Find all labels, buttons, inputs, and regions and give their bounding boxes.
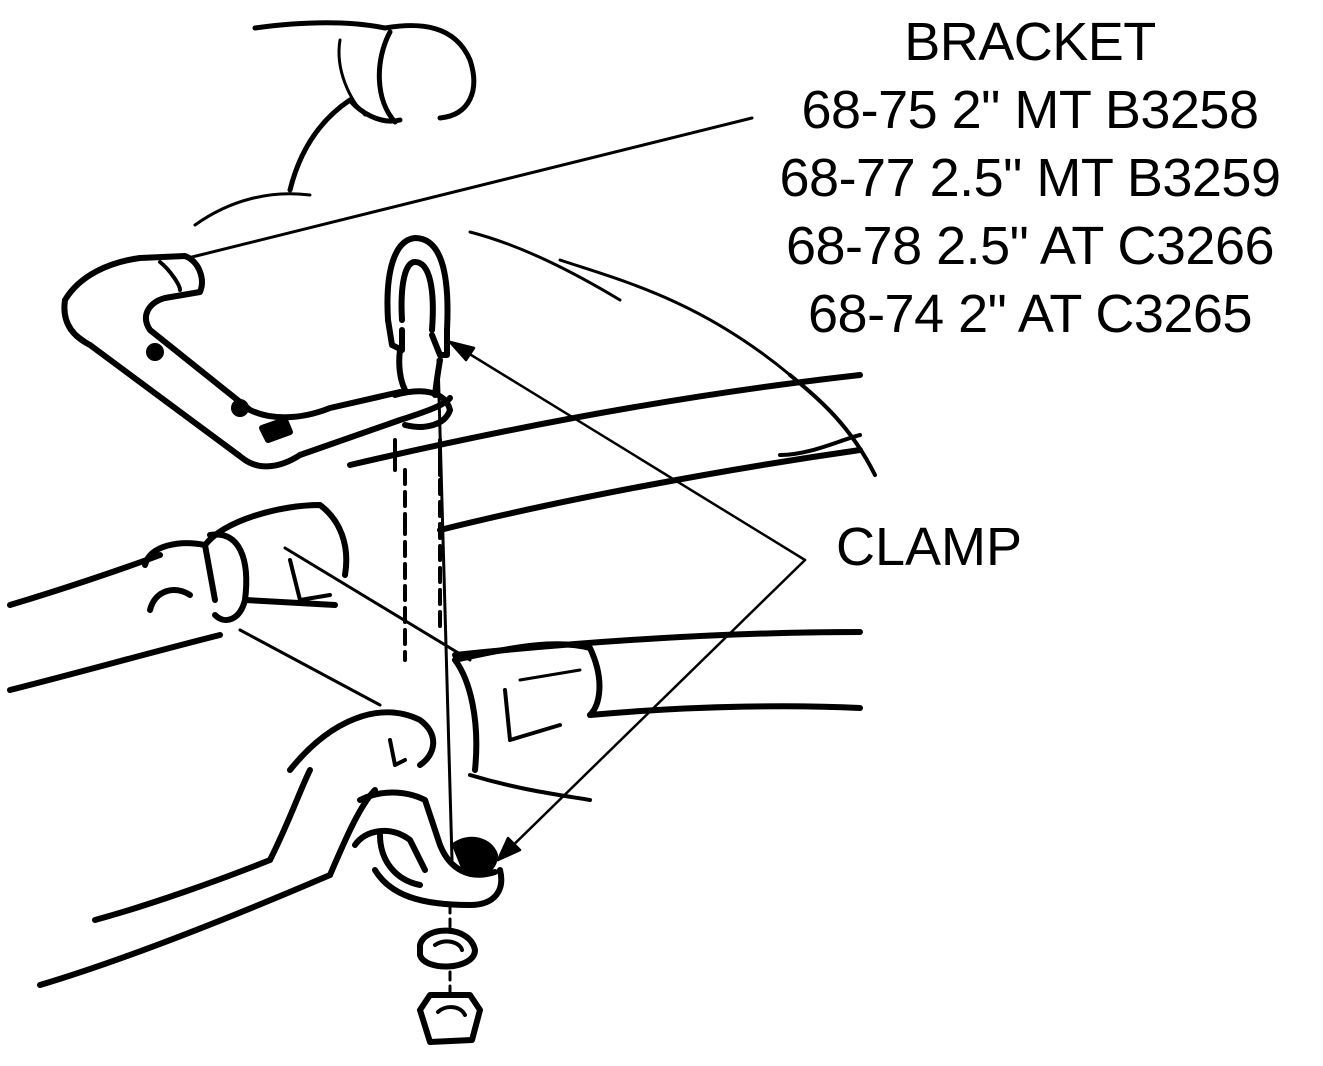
clamp-label: CLAMP <box>836 517 1023 577</box>
bracket-line-3: 68-78 2.5" AT C3266 <box>785 216 1275 276</box>
bracket-leader-line <box>186 116 754 260</box>
bracket-line-1: 68-75 2" MT B3258 <box>801 80 1259 140</box>
u-bolt-upper <box>384 235 451 662</box>
bracket-title: BRACKET <box>904 12 1156 72</box>
nut-and-washer <box>417 903 483 1045</box>
stud-rod <box>436 358 454 862</box>
clamp-leader-lines <box>448 340 807 862</box>
bracket-line-2: 68-77 2.5" MT B3259 <box>779 148 1282 208</box>
pipe-coupler <box>142 502 472 707</box>
bracket-part-numbers: BRACKET 68-75 2" MT B3258 68-77 2.5" MT … <box>740 8 1320 348</box>
exhaust-pipe-stub <box>193 20 477 227</box>
bracket-line-4: 68-74 2" AT C3265 <box>808 284 1253 344</box>
lower-clamp <box>267 709 505 908</box>
bracket-plate <box>61 253 453 470</box>
lower-coupler <box>452 641 603 802</box>
